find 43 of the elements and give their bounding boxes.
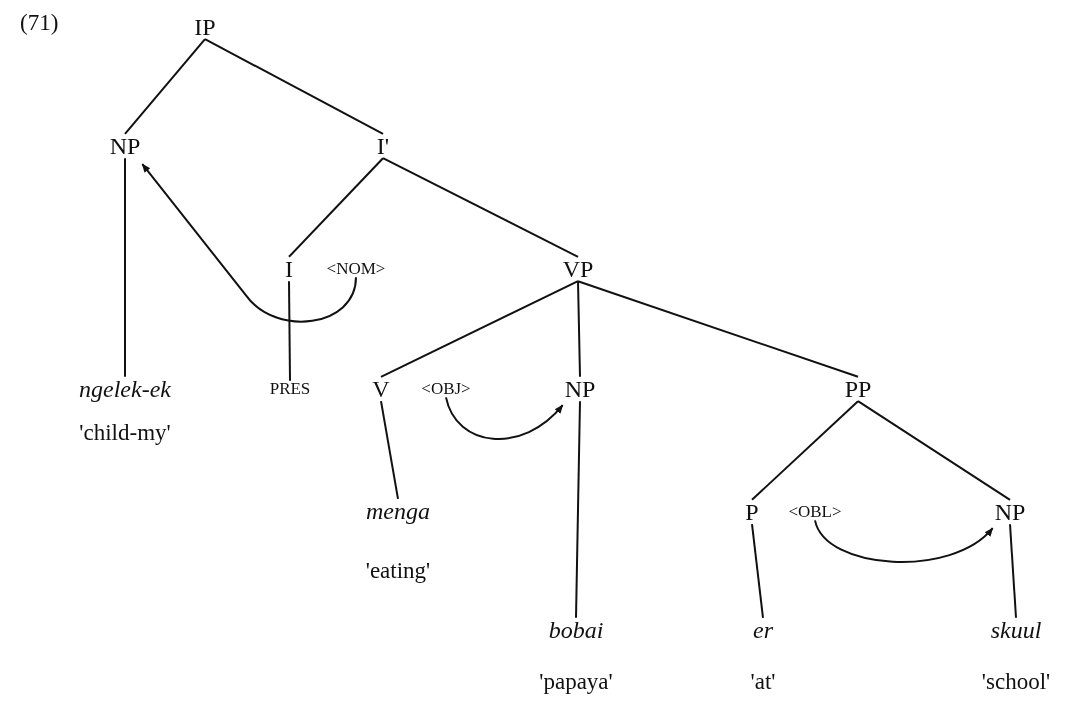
tree-branch — [380, 280, 579, 378]
gloss-text: 'school' — [981, 669, 1051, 695]
category-label: I — [285, 255, 293, 283]
tree-branch — [751, 523, 764, 619]
gloss-text: 'papaya' — [539, 669, 613, 695]
gloss-text: 'eating' — [365, 558, 431, 584]
tree-branch — [288, 157, 384, 258]
movement-arrow — [445, 396, 564, 440]
tree-branch — [577, 280, 859, 378]
word-label: bobai — [548, 616, 604, 644]
category-label: I' — [376, 132, 390, 160]
category-label: NP — [994, 498, 1026, 526]
word-label: ngelek-ek — [79, 375, 171, 403]
case-feature: <NOM> — [326, 259, 386, 279]
category-label: NP — [109, 132, 141, 160]
tree-branch — [204, 38, 384, 135]
tree-branch — [382, 157, 579, 258]
gloss-text: 'at' — [750, 669, 776, 695]
gloss-text: 'child-my' — [79, 420, 171, 446]
category-label: IP — [194, 13, 216, 41]
tree-branch — [124, 38, 206, 135]
tree-branch — [575, 400, 581, 619]
category-label: VP — [562, 255, 594, 283]
category-label: NP — [564, 375, 596, 403]
word-label: skuul — [990, 616, 1042, 644]
tree-branch — [380, 400, 399, 500]
movement-arrow — [141, 163, 357, 323]
movement-arrow — [814, 519, 994, 563]
case-feature: <OBL> — [788, 502, 842, 522]
case-feature: <OBJ> — [421, 379, 471, 399]
tree-branch — [288, 280, 291, 382]
category-label: P — [745, 498, 759, 526]
tree-branch — [751, 400, 859, 501]
word-label: menga — [366, 497, 430, 525]
example-number: (71) — [20, 10, 59, 36]
tree-branch — [124, 157, 126, 378]
tense-label: PRES — [269, 379, 311, 399]
tree-branch — [857, 400, 1011, 501]
category-label: V — [372, 375, 390, 403]
tree-branch — [577, 280, 581, 378]
tree-branch — [1009, 523, 1017, 619]
category-label: PP — [844, 375, 872, 403]
word-label: er — [753, 616, 773, 644]
